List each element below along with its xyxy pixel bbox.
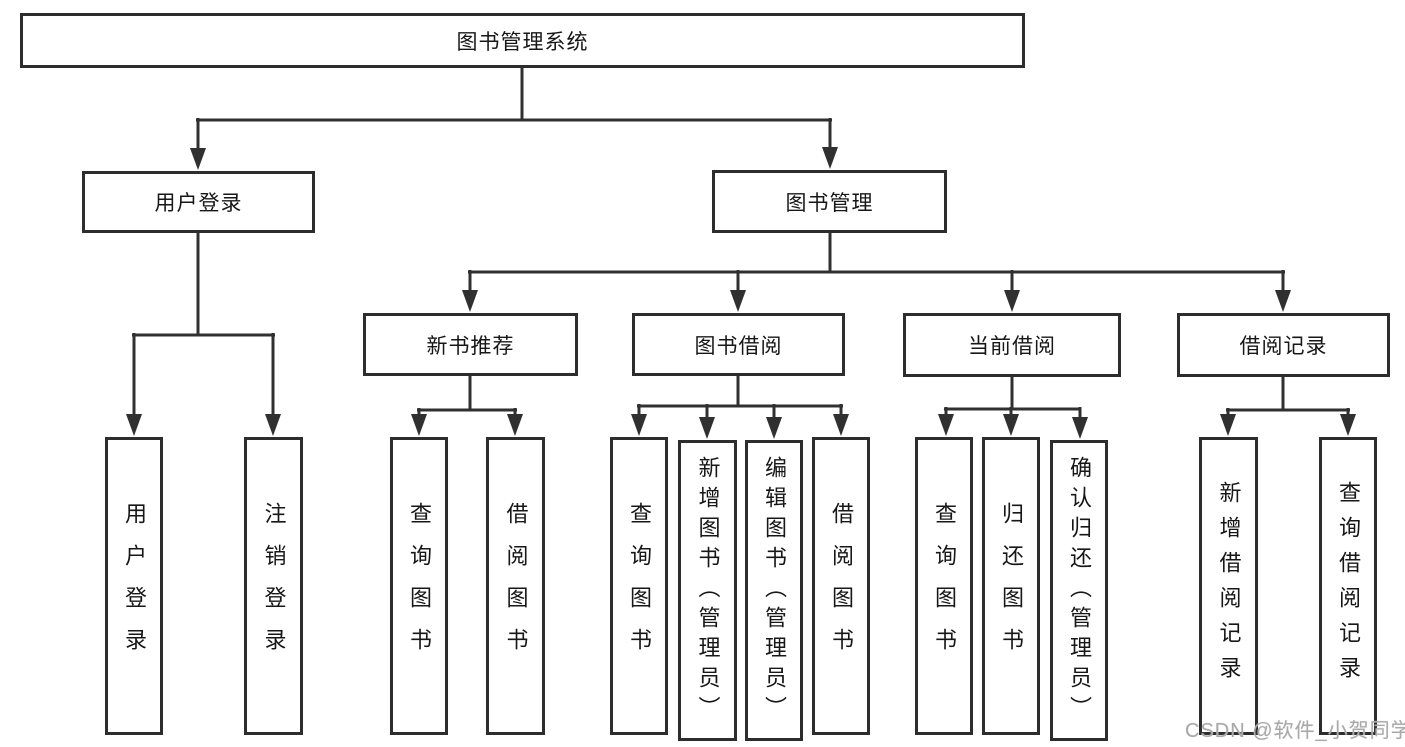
arrowhead-down-icon (1004, 290, 1020, 312)
node-leaf-return-books-label: 归还图书 (999, 502, 1024, 670)
node-leaf-add-borrow-record: 新增借阅记录 (1199, 437, 1258, 735)
node-leaf-query-books-1: 查询图书 (390, 437, 448, 735)
node-leaf-borrow-books-1: 借阅图书 (486, 437, 545, 735)
node-leaf-add-books-admin-label: 新增图书（管理员） (695, 455, 721, 726)
node-borrow-records: 借阅记录 (1177, 313, 1390, 377)
node-leaf-query-books-2: 查询图书 (610, 437, 668, 735)
arrowhead-down-icon (1003, 414, 1019, 436)
node-current-borrowing: 当前借阅 (903, 313, 1121, 377)
node-new-book-recommend-label: 新书推荐 (426, 334, 515, 358)
node-new-book-recommend: 新书推荐 (363, 313, 578, 376)
node-leaf-confirm-return-admin: 确认归还（管理员） (1050, 440, 1108, 741)
node-leaf-borrow-books-1-label: 借阅图书 (503, 502, 529, 670)
node-book-borrowing-label: 图书借阅 (694, 334, 783, 358)
node-leaf-confirm-return-admin-label: 确认归还（管理员） (1067, 455, 1092, 726)
node-root: 图书管理系统 (20, 13, 1025, 68)
node-borrow-records-label: 借阅记录 (1239, 335, 1328, 358)
node-leaf-query-borrow-record-label: 查询借阅记录 (1336, 481, 1361, 691)
node-leaf-query-books-2-label: 查询图书 (627, 502, 652, 670)
arrowhead-down-icon (126, 414, 142, 436)
node-leaf-logout: 注销登录 (244, 437, 303, 735)
arrowhead-down-icon (411, 414, 427, 436)
node-book-mgmt: 图书管理 (712, 170, 947, 233)
node-user-login-label: 用户登录 (154, 192, 243, 215)
arrowhead-down-icon (507, 414, 523, 436)
arrowhead-down-icon (1275, 290, 1291, 312)
node-leaf-edit-books-admin-label: 编辑图书（管理员） (762, 455, 787, 726)
arrowhead-down-icon (822, 147, 838, 169)
arrowhead-down-icon (190, 148, 206, 170)
node-leaf-query-borrow-record: 查询借阅记录 (1319, 437, 1377, 735)
node-leaf-user-login-label: 用户登录 (122, 502, 147, 670)
arrowhead-down-icon (1072, 417, 1088, 439)
node-book-borrowing: 图书借阅 (632, 313, 845, 376)
node-leaf-logout-label: 注销登录 (261, 502, 287, 670)
node-leaf-query-books-3: 查询图书 (915, 437, 973, 735)
arrowhead-down-icon (462, 290, 478, 312)
node-user-login: 用户登录 (82, 171, 315, 233)
node-current-borrowing-label: 当前借阅 (968, 335, 1056, 358)
node-book-mgmt-label: 图书管理 (785, 191, 874, 215)
node-root-label: 图书管理系统 (456, 30, 589, 54)
node-leaf-add-books-admin: 新增图书（管理员） (678, 440, 737, 741)
node-leaf-user-login: 用户登录 (105, 437, 163, 735)
arrowhead-down-icon (699, 417, 715, 439)
arrowhead-down-icon (938, 414, 954, 436)
arrowhead-down-icon (265, 414, 281, 436)
node-leaf-borrow-books-2: 借阅图书 (812, 437, 870, 735)
arrowhead-down-icon (631, 414, 647, 436)
node-leaf-add-borrow-record-label: 新增借阅记录 (1216, 481, 1242, 691)
node-leaf-query-books-3-label: 查询图书 (932, 502, 957, 670)
node-leaf-edit-books-admin: 编辑图书（管理员） (745, 440, 803, 741)
node-leaf-return-books: 归还图书 (982, 437, 1040, 735)
node-leaf-query-books-1-label: 查询图书 (407, 502, 432, 670)
watermark: CSDN @软件_小贺同学 (1185, 720, 1405, 742)
arrowhead-down-icon (1220, 414, 1236, 436)
node-leaf-borrow-books-2-label: 借阅图书 (829, 502, 854, 670)
arrowhead-down-icon (766, 417, 782, 439)
arrowhead-down-icon (833, 414, 849, 436)
arrowhead-down-icon (730, 290, 746, 312)
arrowhead-down-icon (1340, 414, 1356, 436)
